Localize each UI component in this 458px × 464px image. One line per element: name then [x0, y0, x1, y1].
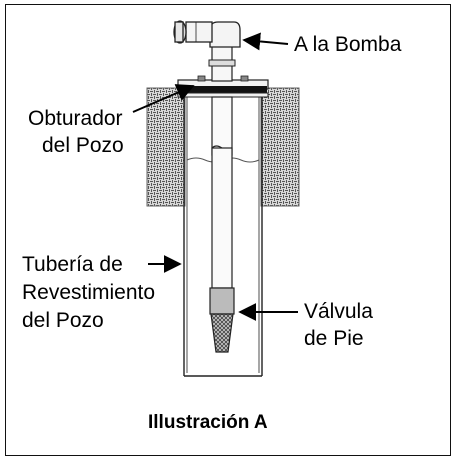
arrow-well-seal: [132, 84, 195, 113]
label-casing-2: Revestimiento: [22, 281, 156, 304]
pump-elbow: [173, 20, 241, 48]
label-pump: A la Bomba: [294, 33, 402, 56]
soil-left: [146, 87, 186, 207]
figure-frame: [5, 4, 451, 456]
drop-pipe: [211, 96, 233, 289]
arrow-pump: [242, 32, 289, 51]
label-casing-1: Tubería de: [22, 253, 123, 276]
label-casing-3: del Pozo: [22, 309, 104, 332]
well-casing: [183, 90, 263, 377]
label-foot-valve-2: de Pie: [304, 327, 364, 350]
soil-right: [260, 87, 300, 207]
foot-valve: [209, 287, 235, 353]
figure-caption: Illustración A: [148, 412, 268, 433]
label-well-seal-1: Obturador: [28, 107, 123, 130]
label-well-seal-2: del Pozo: [42, 134, 124, 157]
label-foot-valve-1: Válvula: [304, 300, 373, 323]
